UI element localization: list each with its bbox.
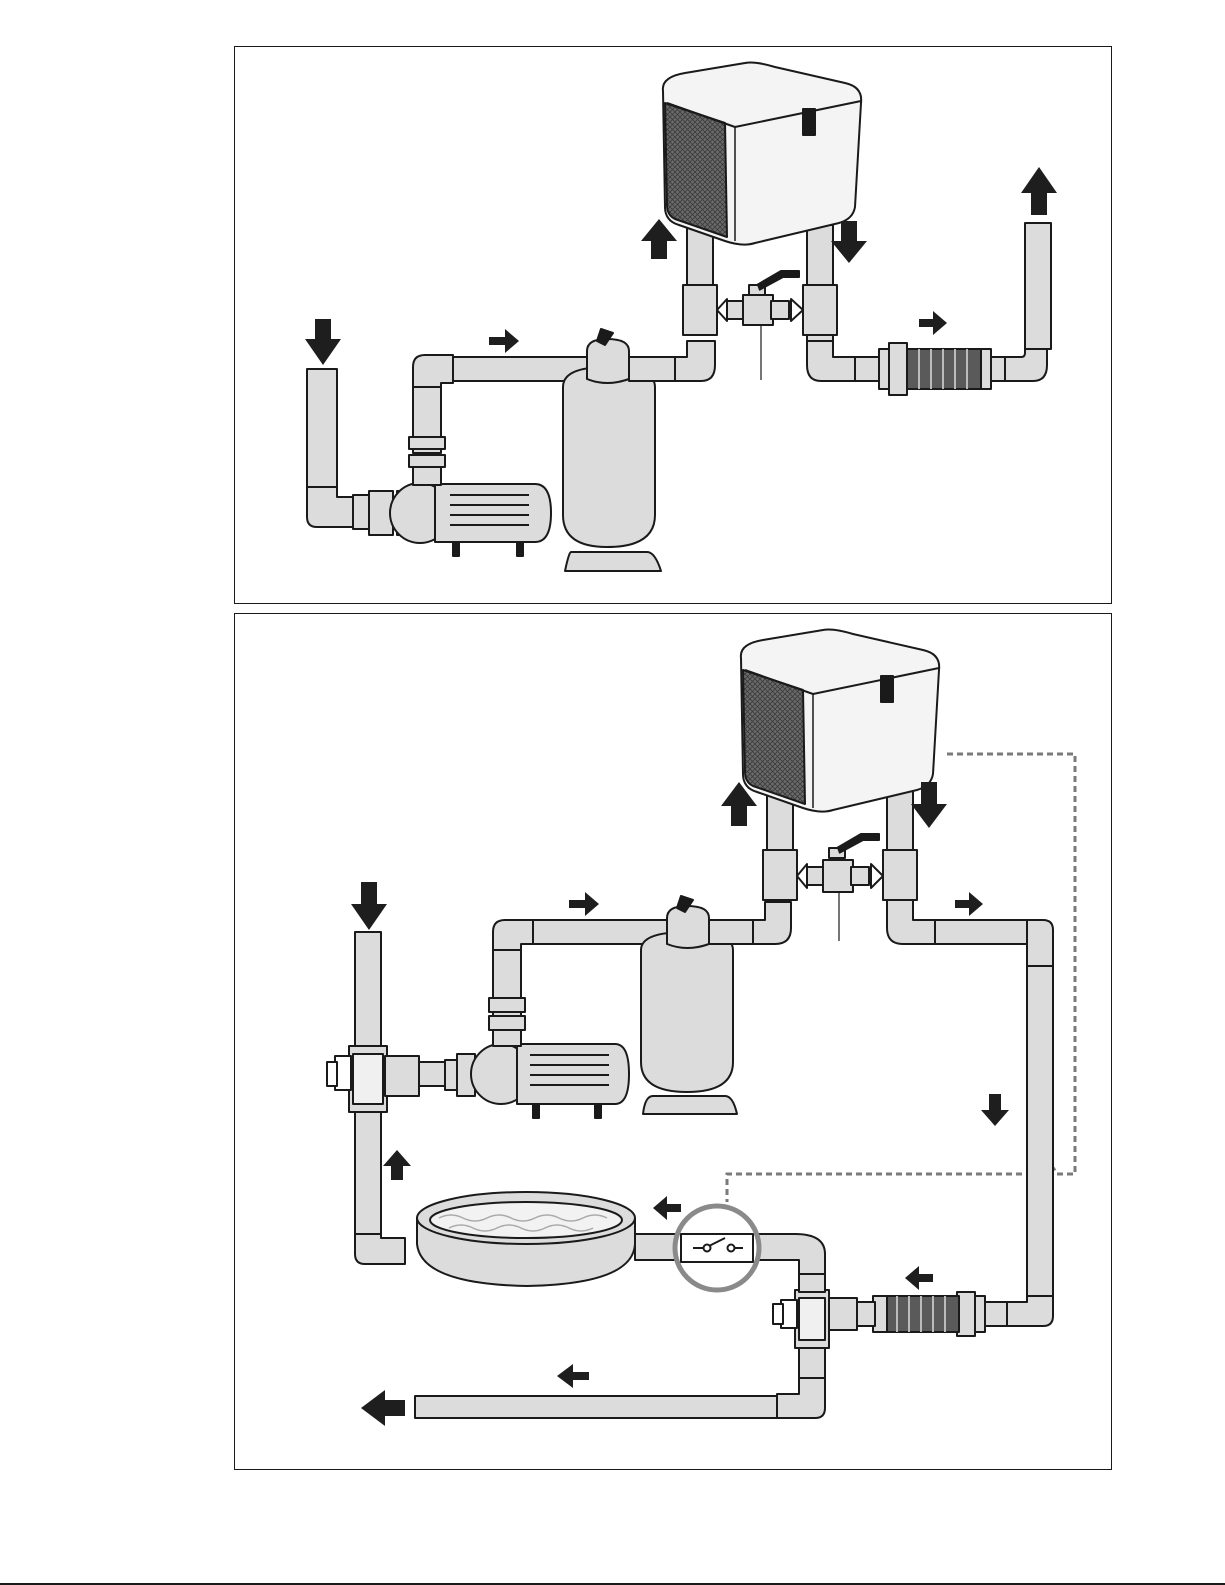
flow-arrow-down (305, 319, 341, 365)
heat-pump-unit (741, 630, 939, 812)
pipe-inlet (307, 369, 355, 527)
flow-arrow-right (569, 892, 599, 916)
flow-arrow-down (831, 221, 867, 263)
pipe-heater-inlet-leg (763, 790, 797, 900)
pipe-drain (415, 1348, 825, 1418)
chlorinator-cell (857, 1292, 1007, 1336)
flow-arrow-left (361, 1390, 405, 1426)
flow-arrow-up (383, 1150, 411, 1180)
flow-arrow-up (1021, 167, 1057, 215)
bypass-valve (797, 834, 883, 941)
three-way-valve (327, 1046, 419, 1112)
flow-arrow-down (351, 882, 387, 930)
flow-arrow-down (981, 1094, 1009, 1126)
bypass-valve (717, 271, 803, 380)
flow-arrow-left (557, 1364, 589, 1388)
three-way-valve (773, 1290, 857, 1348)
flow-switch (675, 1206, 759, 1290)
flow-arrow-left (653, 1196, 681, 1220)
chlorinator-cell (855, 343, 1005, 395)
heat-pump-unit (663, 63, 861, 245)
pipe-valve-to-pump (419, 1054, 475, 1096)
pipe-heater-inlet-leg (683, 225, 717, 335)
diagram-panel-top (234, 46, 1112, 604)
circulation-pump (353, 483, 551, 556)
pipe-filter-to-heater (709, 902, 791, 944)
flow-arrow-up (641, 219, 677, 259)
spa-tub (417, 1192, 635, 1286)
pipe-filter-to-heater (629, 341, 715, 381)
flow-arrow-right (919, 311, 947, 335)
pipe-return (1005, 223, 1051, 381)
flow-arrow-left (905, 1266, 933, 1290)
flow-arrow-right (489, 329, 519, 353)
flow-arrow-right (955, 892, 983, 916)
diagram-panel-bottom (234, 613, 1112, 1470)
circulation-pump (471, 1044, 629, 1118)
